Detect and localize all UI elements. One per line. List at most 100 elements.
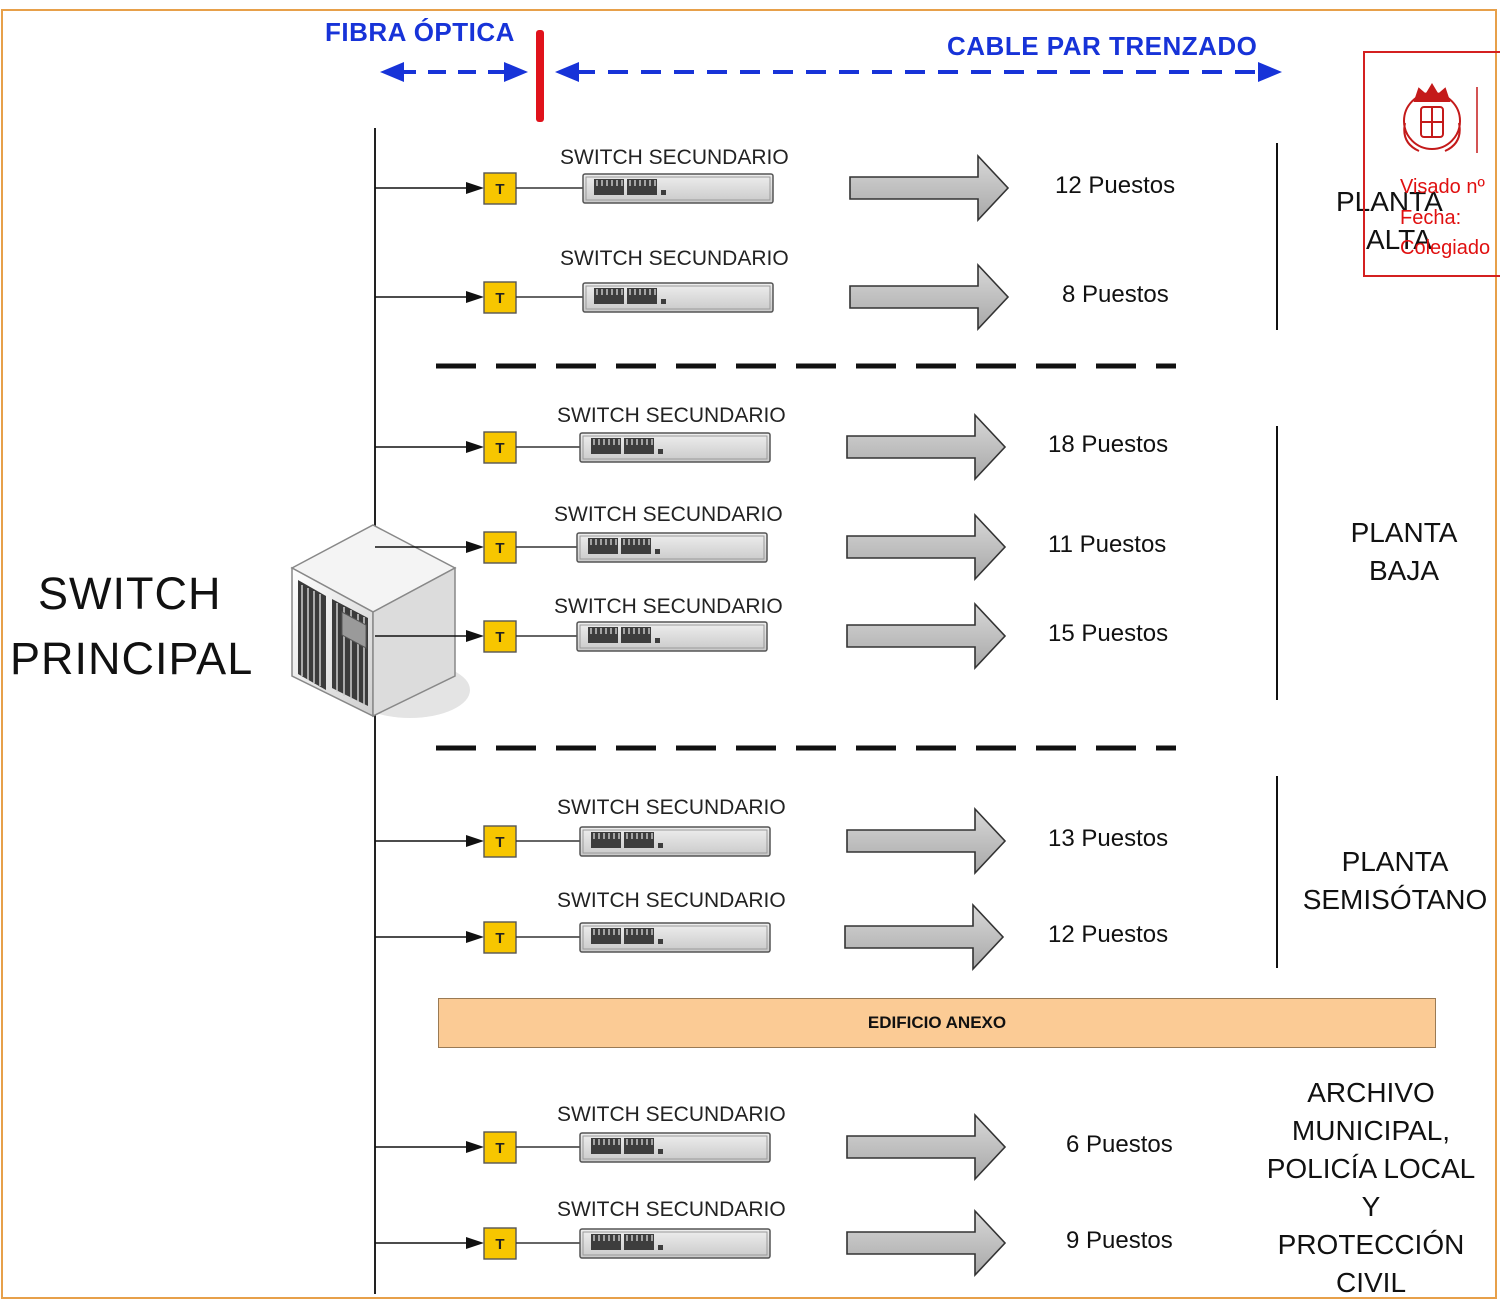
switch-row: T xyxy=(375,601,1007,671)
zone-planta-alta: PLANTA ALTA xyxy=(1336,183,1443,259)
secondary-switch-icon xyxy=(579,922,771,953)
zone-label-line: PLANTA xyxy=(1341,846,1449,877)
tap-label: T xyxy=(495,181,504,198)
secondary-switch-icon xyxy=(582,173,774,204)
media-divider xyxy=(536,30,544,122)
tap-label: T xyxy=(495,290,504,307)
puestos-count: 9 Puestos xyxy=(1066,1227,1173,1254)
secondary-switch-title: SWITCH SECUNDARIO xyxy=(557,889,786,912)
zone-label-line: PLANTA xyxy=(1336,186,1443,217)
connector-arrowhead xyxy=(466,291,484,303)
zone-planta-semisotano: PLANTA SEMISÓTANO xyxy=(1290,843,1500,919)
visado-colegiado-label: Colegiado xyxy=(1400,237,1491,259)
connector-arrowhead xyxy=(466,541,484,553)
puestos-count: 11 Puestos xyxy=(1048,531,1167,558)
fibra-optica-label: FIBRA ÓPTICA xyxy=(325,17,515,47)
secondary-switch-title: SWITCH SECUNDARIO xyxy=(560,247,789,270)
connector-arrowhead xyxy=(466,1237,484,1249)
connector-arrowhead xyxy=(466,931,484,943)
main-switch-label-line2: PRINCIPAL xyxy=(10,633,254,684)
edificio-anexo-banner: EDIFICIO ANEXO xyxy=(438,998,1436,1048)
secondary-switch-icon xyxy=(576,621,768,652)
tap-label: T xyxy=(495,1140,504,1157)
tap-icon: T xyxy=(483,172,517,205)
zone-label-line: CIVIL xyxy=(1335,1267,1407,1298)
main-switch-label-line1: SWITCH xyxy=(38,568,222,619)
output-arrow xyxy=(849,262,1010,332)
visado-stamp xyxy=(1363,51,1500,277)
tap-icon: T xyxy=(483,281,517,314)
tap-label: T xyxy=(495,930,504,947)
connector-arrowhead xyxy=(466,835,484,847)
connector-arrowhead xyxy=(466,182,484,194)
secondary-switch-title: SWITCH SECUNDARIO xyxy=(554,503,783,526)
puestos-count: 12 Puestos xyxy=(1055,172,1176,199)
zone-label-line: ARCHIVO xyxy=(1307,1077,1435,1108)
secondary-switch-title: SWITCH SECUNDARIO xyxy=(557,1103,786,1126)
switch-row: T xyxy=(375,806,1007,876)
switch-row: T xyxy=(375,1208,1007,1278)
tap-icon: T xyxy=(483,1227,517,1260)
twisted-pair-arrow xyxy=(555,62,1282,82)
zone-archivo-municipal: ARCHIVO MUNICIPAL, POLICÍA LOCAL Y PROTE… xyxy=(1246,1074,1496,1302)
secondary-switch-icon xyxy=(579,1228,771,1259)
tap-icon: T xyxy=(483,431,517,464)
tap-label: T xyxy=(495,540,504,557)
tap-label: T xyxy=(495,1236,504,1253)
rows-layer: T T T T T T T T T xyxy=(375,153,1010,1278)
tap-label: T xyxy=(495,834,504,851)
output-arrow xyxy=(846,1112,1007,1182)
visado-number-label: Visado nº xyxy=(1400,176,1485,198)
zone-label-line: PLANTA xyxy=(1350,517,1458,548)
secondary-switch-icon xyxy=(579,826,771,857)
zone-label-line: SEMISÓTANO xyxy=(1302,884,1488,915)
switch-row: T xyxy=(375,902,1005,972)
tap-icon: T xyxy=(483,825,517,858)
tap-label: T xyxy=(495,440,504,457)
switch-row: T xyxy=(375,512,1007,582)
zone-label-line: POLICÍA LOCAL xyxy=(1266,1153,1476,1184)
output-arrow xyxy=(846,1208,1007,1278)
connector-arrowhead xyxy=(466,630,484,642)
output-arrow xyxy=(846,412,1007,482)
tap-icon: T xyxy=(483,531,517,564)
zone-label-line: PROTECCIÓN xyxy=(1277,1229,1465,1260)
puestos-count: 6 Puestos xyxy=(1066,1131,1173,1158)
zone-planta-baja: PLANTA BAJA xyxy=(1331,514,1477,590)
output-arrow xyxy=(846,512,1007,582)
puestos-count: 8 Puestos xyxy=(1062,281,1169,308)
connector-arrowhead xyxy=(466,1141,484,1153)
switch-row: T xyxy=(375,1112,1007,1182)
output-arrow xyxy=(844,902,1005,972)
tap-label: T xyxy=(495,629,504,646)
crest-icon xyxy=(1403,83,1478,153)
secondary-switch-title: SWITCH SECUNDARIO xyxy=(554,595,783,618)
zone-label-line: BAJA xyxy=(1368,555,1440,586)
cable-par-trenzado-label: CABLE PAR TRENZADO xyxy=(947,31,1258,61)
puestos-count: 15 Puestos xyxy=(1048,620,1169,647)
output-arrow xyxy=(846,806,1007,876)
secondary-switch-title: SWITCH SECUNDARIO xyxy=(557,404,786,427)
output-arrow xyxy=(849,153,1010,223)
secondary-switch-icon xyxy=(576,532,768,563)
zone-label-line: Y xyxy=(1361,1191,1381,1222)
secondary-switch-icon xyxy=(579,432,771,463)
visado-fecha-label: Fecha: xyxy=(1400,207,1462,229)
diagram-frame xyxy=(1,9,1497,1299)
puestos-count: 12 Puestos xyxy=(1048,921,1169,948)
puestos-count: 13 Puestos xyxy=(1048,825,1169,852)
puestos-count: 18 Puestos xyxy=(1048,431,1169,458)
output-arrow xyxy=(846,601,1007,671)
connector-arrowhead xyxy=(466,441,484,453)
secondary-switch-icon xyxy=(582,282,774,313)
tap-icon: T xyxy=(483,620,517,653)
zone-label-line: ALTA xyxy=(1366,224,1432,255)
zone-label-line: MUNICIPAL, xyxy=(1291,1115,1451,1146)
main-switch-icon xyxy=(290,524,470,718)
switch-row: T xyxy=(375,153,1010,223)
tap-icon: T xyxy=(483,1131,517,1164)
secondary-switch-title: SWITCH SECUNDARIO xyxy=(557,1198,786,1221)
switch-row: T xyxy=(375,262,1010,332)
